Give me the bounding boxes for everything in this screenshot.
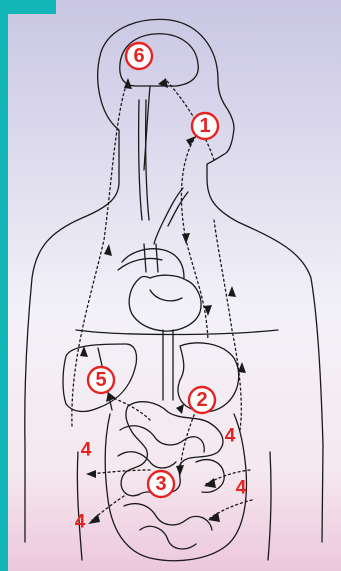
- svg-text:3: 3: [155, 473, 166, 495]
- marker-4-right-upper: 4: [225, 426, 236, 447]
- marker-4-left-lower: 4: [75, 512, 86, 533]
- teal-side-bar: [0, 14, 8, 571]
- svg-text:2: 2: [196, 389, 207, 411]
- marker-1: 1: [192, 113, 218, 139]
- marker-3: 3: [148, 471, 174, 497]
- svg-text:6: 6: [133, 45, 144, 67]
- marker-6: 6: [126, 43, 152, 69]
- marker-4-left-upper: 4: [81, 440, 92, 461]
- marker-4-right-lower: 4: [236, 478, 247, 499]
- svg-text:1: 1: [199, 115, 210, 137]
- marker-5: 5: [88, 367, 114, 393]
- marker-2: 2: [189, 387, 215, 413]
- teal-corner-block: [0, 0, 56, 14]
- svg-text:5: 5: [95, 369, 106, 391]
